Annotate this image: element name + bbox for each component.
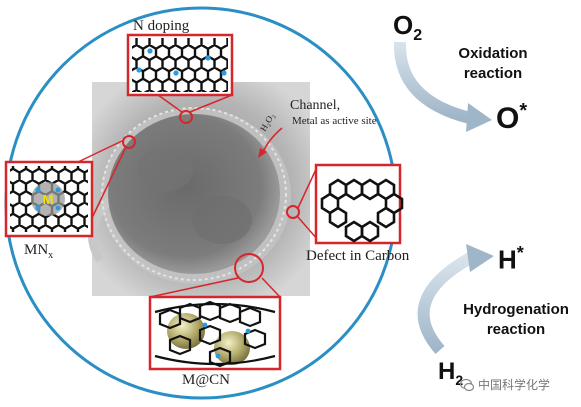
ndoping-label: N doping [133,18,190,34]
metal-nanoparticle [214,331,250,365]
nitrogen-atom [221,70,227,76]
ndoping-inset [126,33,234,97]
watermark: 中国科学化学 [460,376,550,393]
mnx-inset: M [4,160,94,238]
mcn-inset [148,295,282,371]
mnx-callout-marker [122,135,136,149]
mcn-label: M@CN [182,372,230,388]
metal-nanoparticle [167,313,205,349]
chat-icon [460,378,474,391]
channel-label: Channel, [290,98,341,113]
ndoping-callout-marker [179,110,193,124]
metal-atom-label: M [43,192,54,207]
nitrogen-atom [205,55,211,61]
h2-label: H2 [438,358,464,388]
hydrogenation-arrow [417,252,473,354]
nitrogen-atom [136,67,142,73]
defect-label: Defect in Carbon [306,248,410,264]
o2-label: O2 [393,10,423,45]
defect-inset [314,163,404,245]
oxidation-arrow [393,41,472,124]
h-star-label: H* [498,243,524,275]
mnx-label: MNx [24,242,54,261]
callout-lines [77,94,319,298]
nitrogen-atom [147,48,153,54]
nitrogen-atom [173,70,179,76]
metal-site-label: Metal as active site [292,115,377,127]
defect-callout-marker [286,205,300,219]
tem-image [88,82,310,296]
watermark-text: 中国科学化学 [478,378,551,392]
o-star-label: O* [496,100,528,135]
mcn-callout-marker [234,253,264,283]
